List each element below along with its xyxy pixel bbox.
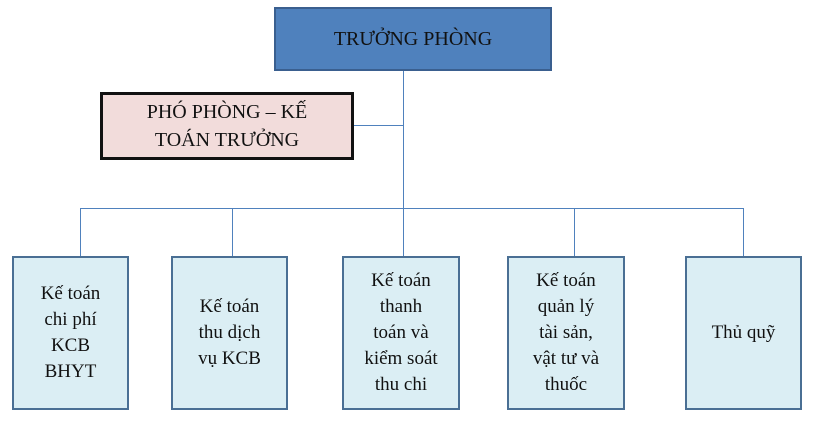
unit-label: Kế toán thanh toán và kiểm soát thu chi — [364, 270, 438, 395]
unit-box-kcb-service-revenue: Kế toán thu dịch vụ KCB — [171, 256, 288, 410]
head-of-department-box: TRƯỞNG PHÒNG — [274, 7, 552, 71]
connector-unit-3 — [403, 208, 404, 256]
connector-unit-1 — [80, 208, 81, 256]
unit-box-payment-control: Kế toán thanh toán và kiểm soát thu chi — [342, 256, 460, 410]
deputy-chief-accountant-box: PHÓ PHÒNG – KẾ TOÁN TRƯỞNG — [100, 92, 354, 160]
head-of-department-label: TRƯỞNG PHÒNG — [333, 27, 493, 50]
unit-box-treasurer: Thủ quỹ — [685, 256, 802, 410]
unit-box-kcb-bhyt-costs: Kế toán chi phí KCB BHYT — [12, 256, 129, 410]
unit-label: Kế toán quản lý tài sản, vật tư và thuốc — [532, 270, 600, 395]
connector-unit-2 — [232, 208, 233, 256]
unit-label: Thủ quỹ — [711, 322, 776, 343]
connector-deputy-branch — [354, 125, 404, 126]
connector-horizontal-bus — [80, 208, 744, 209]
connector-unit-5 — [743, 208, 744, 256]
unit-label: Kế toán chi phí KCB BHYT — [40, 283, 101, 382]
connector-unit-4 — [574, 208, 575, 256]
deputy-chief-accountant-label: PHÓ PHÒNG – KẾ TOÁN TRƯỞNG — [146, 101, 308, 151]
unit-label: Kế toán thu dịch vụ KCB — [198, 296, 261, 369]
connector-head-trunk — [403, 71, 404, 208]
unit-box-asset-management: Kế toán quản lý tài sản, vật tư và thuốc — [507, 256, 625, 410]
